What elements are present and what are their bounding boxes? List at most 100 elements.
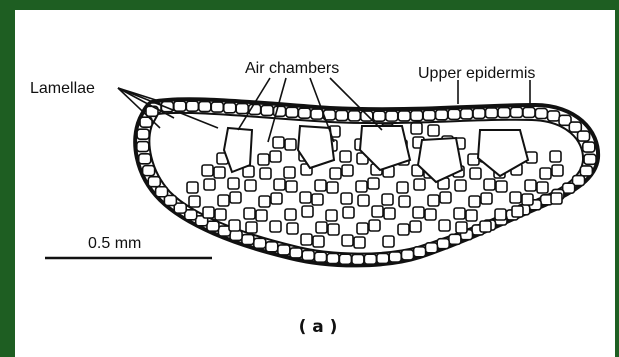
cell [204,179,215,190]
cell [143,166,155,176]
cell [300,192,311,203]
cell [470,168,481,179]
air-chamber-1 [224,128,252,172]
cell [245,180,256,191]
cell [495,209,506,220]
cell [336,111,348,121]
cell [496,181,507,192]
cell [211,102,223,112]
cell [414,247,426,257]
cell [199,102,211,112]
cell [389,252,401,262]
cell [327,182,338,193]
cell [352,254,364,264]
cell [551,193,562,204]
cell [369,220,380,231]
cell [480,221,491,232]
label-air-chambers: Air chambers [245,60,339,77]
cell [274,179,285,190]
cell [242,235,254,245]
cell [584,154,596,164]
cell [189,196,200,207]
cell [271,193,282,204]
cell [246,222,257,233]
cell [266,242,278,252]
cell [339,254,351,264]
cell [466,210,477,221]
cell [230,192,241,203]
cell [229,220,240,231]
cell [511,107,523,117]
cell [341,193,352,204]
cell [377,253,389,263]
cell [398,224,409,235]
cell [343,207,354,218]
cell [384,208,395,219]
cell [486,108,498,118]
cell [186,101,198,111]
cell [448,109,460,119]
cell [273,137,284,148]
cell [285,209,296,220]
cell [428,125,439,136]
cell [580,166,592,176]
cell [270,221,281,232]
cell [342,235,353,246]
cell [286,107,298,117]
cell [522,194,533,205]
cell [498,108,510,118]
cell [454,208,465,219]
cell [402,250,414,260]
cell [327,254,339,264]
cell [436,110,448,120]
cell [137,142,149,152]
cell [364,254,376,264]
cell [469,196,480,207]
cell [535,109,547,119]
label-upper-epidermis: Upper epidermis [418,65,535,82]
cell [425,243,437,253]
cell [340,151,351,162]
cell [330,168,341,179]
cell [258,154,269,165]
cell [456,222,467,233]
cell [411,123,422,134]
cell [236,104,248,114]
cell [311,109,323,119]
cell [428,195,439,206]
cell [552,165,563,176]
scale-bar-label: 0.5 mm [88,235,141,252]
cell [202,165,213,176]
cell [368,178,379,189]
cell [203,207,214,218]
cell [148,177,160,187]
cell [137,129,149,139]
cell [439,220,450,231]
cell [510,192,521,203]
cell [354,237,365,248]
cell [358,195,369,206]
cell [270,151,281,162]
cell [449,234,461,244]
cell [473,108,485,118]
cell [301,234,312,245]
cell [302,250,314,260]
cell [342,165,353,176]
cell [414,179,425,190]
cell [372,206,383,217]
cell [259,196,270,207]
cell [423,110,435,120]
figure-caption: ( a ) [299,317,338,337]
cell [382,194,393,205]
cell [386,111,398,121]
cell [523,107,535,117]
cell [537,182,548,193]
cell [315,252,327,262]
cell [261,105,273,115]
cell [399,196,410,207]
cell [215,209,226,220]
cell [578,131,590,141]
cell [425,209,436,220]
cell [440,192,451,203]
